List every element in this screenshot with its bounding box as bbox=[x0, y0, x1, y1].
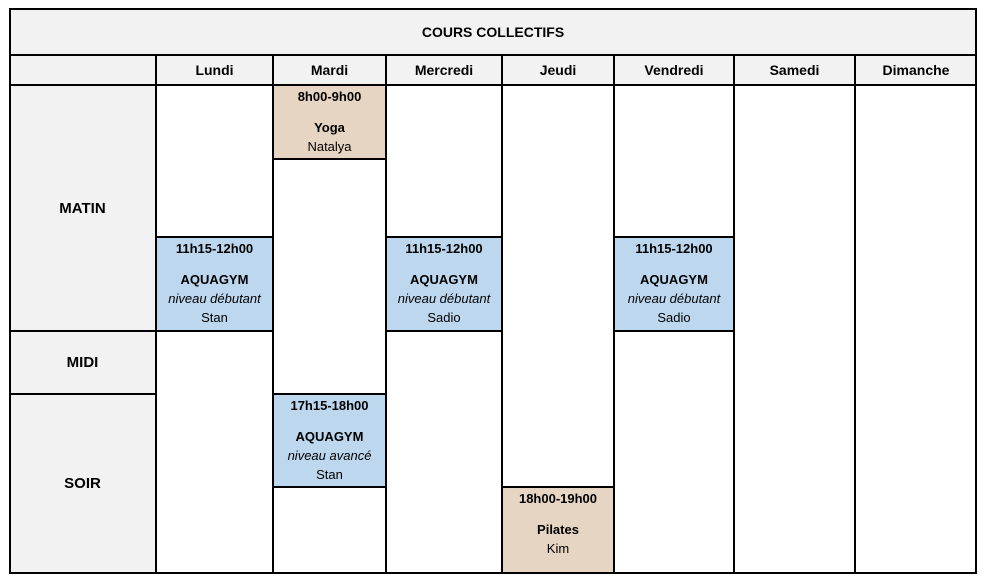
class-coach: Natalya bbox=[307, 139, 352, 154]
class-coach: Stan bbox=[316, 467, 343, 482]
class-coach: Sadio bbox=[657, 310, 691, 325]
grid-line bbox=[9, 8, 11, 573]
grid-line bbox=[502, 486, 614, 488]
class-block: 11h15-12h00 AQUAGYM niveau débutant Sadi… bbox=[614, 237, 734, 331]
class-time: 11h15-12h00 bbox=[635, 241, 713, 256]
class-coach: Stan bbox=[201, 310, 228, 325]
class-block: 11h15-12h00 AQUAGYM niveau débutant Stan bbox=[156, 237, 273, 331]
class-name: AQUAGYM bbox=[640, 272, 708, 287]
class-name: AQUAGYM bbox=[410, 272, 478, 287]
class-block: 8h00-9h00 Yoga Natalya bbox=[273, 85, 386, 159]
day-header-dimanche: Dimanche bbox=[855, 55, 977, 85]
grid-line bbox=[273, 486, 386, 488]
grid-line bbox=[733, 55, 735, 573]
period-soir: SOIR bbox=[9, 394, 156, 573]
class-level: niveau débutant bbox=[168, 291, 261, 306]
class-level: niveau débutant bbox=[627, 291, 721, 306]
period-matin: MATIN bbox=[9, 85, 156, 331]
class-time: 18h00-19h00 bbox=[518, 491, 598, 506]
grid-line bbox=[614, 236, 734, 238]
grid-line bbox=[854, 55, 856, 573]
grid-line bbox=[273, 84, 386, 86]
grid-line bbox=[9, 8, 977, 10]
class-block: 11h15-12h00 AQUAGYM niveau débutant Sadi… bbox=[386, 237, 502, 331]
day-header-lundi: Lundi bbox=[156, 55, 273, 85]
class-level: niveau débutant bbox=[397, 291, 491, 306]
class-name: Yoga bbox=[314, 120, 345, 135]
class-block: 18h00-19h00 Pilates Kim bbox=[502, 487, 614, 573]
grid-line bbox=[975, 8, 977, 573]
grid-line bbox=[613, 55, 615, 573]
period-midi: MIDI bbox=[9, 331, 156, 394]
grid-line bbox=[9, 393, 156, 395]
day-header-mercredi: Mercredi bbox=[386, 55, 502, 85]
grid-line bbox=[502, 572, 614, 574]
class-name: Pilates bbox=[537, 522, 579, 537]
class-block: 17h15-18h00 AQUAGYM niveau avancé Stan bbox=[273, 394, 386, 487]
grid-line bbox=[156, 330, 273, 332]
grid-line bbox=[272, 55, 274, 573]
grid-line bbox=[273, 158, 386, 160]
class-coach: Kim bbox=[546, 541, 570, 556]
grid-line bbox=[9, 330, 156, 332]
day-header-samedi: Samedi bbox=[734, 55, 855, 85]
grid-line bbox=[273, 393, 386, 395]
class-name: AQUAGYM bbox=[295, 429, 364, 444]
day-header-jeudi: Jeudi bbox=[502, 55, 614, 85]
schedule-title: COURS COLLECTIFS bbox=[9, 8, 977, 56]
grid-line bbox=[386, 330, 502, 332]
class-level: niveau avancé bbox=[287, 448, 372, 463]
grid-line bbox=[385, 55, 387, 573]
grid-line bbox=[9, 84, 977, 86]
class-coach: Sadio bbox=[427, 310, 461, 325]
grid-line bbox=[501, 55, 503, 573]
header-corner bbox=[9, 55, 156, 85]
class-time: 11h15-12h00 bbox=[175, 241, 254, 256]
grid-line bbox=[614, 330, 734, 332]
class-time: 17h15-18h00 bbox=[290, 398, 369, 413]
grid-line bbox=[9, 572, 977, 574]
grid-line bbox=[156, 236, 273, 238]
class-time: 8h00-9h00 bbox=[297, 89, 362, 104]
day-header-vendredi: Vendredi bbox=[614, 55, 734, 85]
class-time: 11h15-12h00 bbox=[405, 241, 483, 256]
day-header-mardi: Mardi bbox=[273, 55, 386, 85]
grid-line bbox=[9, 54, 977, 56]
grid-line bbox=[155, 55, 157, 573]
grid-line bbox=[386, 236, 502, 238]
class-name: AQUAGYM bbox=[180, 272, 249, 287]
